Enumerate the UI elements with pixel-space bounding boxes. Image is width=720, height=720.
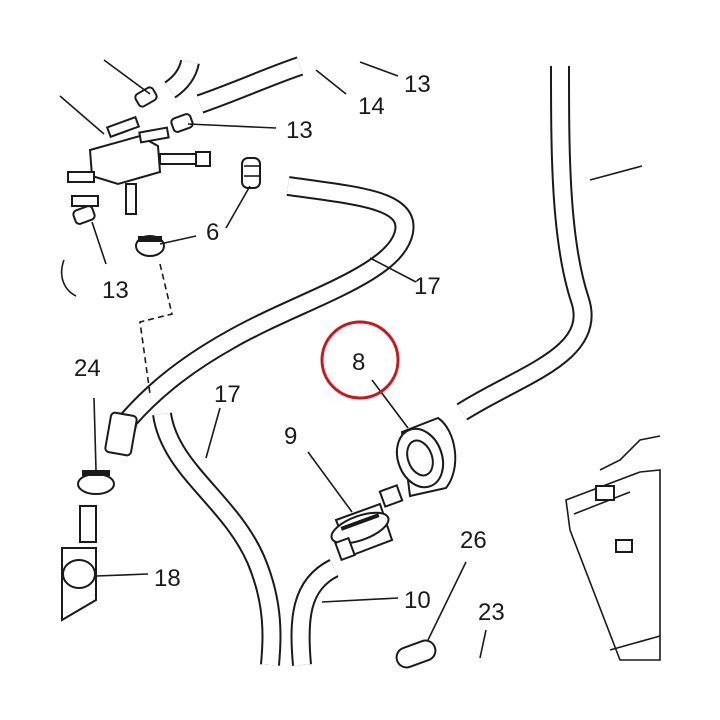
hose-10 xyxy=(290,559,340,666)
hose-top-left xyxy=(164,59,200,99)
callout-18: 18 xyxy=(154,565,181,592)
callout-23: 23 xyxy=(478,599,505,626)
part-26 xyxy=(395,639,437,669)
manifold-fitting xyxy=(67,115,211,215)
clip-below-manifold xyxy=(135,235,165,257)
callout-24: 24 xyxy=(74,355,101,382)
hose-14 xyxy=(196,56,304,114)
callout-6: 6 xyxy=(206,219,219,246)
callout-17-upper: 17 xyxy=(414,273,441,300)
callout-13-left: 13 xyxy=(102,277,129,304)
callout-8-highlighted: 8 xyxy=(352,349,365,376)
callout-26: 26 xyxy=(460,527,487,554)
pump-part-18 xyxy=(61,505,97,622)
clamp-part-24 xyxy=(77,470,115,495)
callout-13-top: 13 xyxy=(404,71,431,98)
clamp-13-c xyxy=(72,205,96,225)
clamp-13-a xyxy=(134,86,158,108)
dashed-leader xyxy=(139,263,173,395)
callout-10: 10 xyxy=(404,587,431,614)
hose-17-lower xyxy=(152,412,282,666)
partial-outline-left xyxy=(60,259,77,297)
callout-9: 9 xyxy=(284,423,297,450)
grommet-part-8 xyxy=(395,416,457,498)
leader-lines xyxy=(59,59,643,659)
hose-right xyxy=(456,65,593,421)
callout-14: 14 xyxy=(358,93,385,120)
callout-17-lower: 17 xyxy=(214,381,241,408)
highlight-circle xyxy=(320,320,400,400)
callout-13-mid: 13 xyxy=(286,117,313,144)
clip-part-6 xyxy=(241,157,261,189)
hose-17-upper xyxy=(104,176,415,457)
valve-part-9 xyxy=(330,484,404,562)
clamp-13-b xyxy=(170,113,194,133)
bracket-assembly xyxy=(565,435,661,661)
